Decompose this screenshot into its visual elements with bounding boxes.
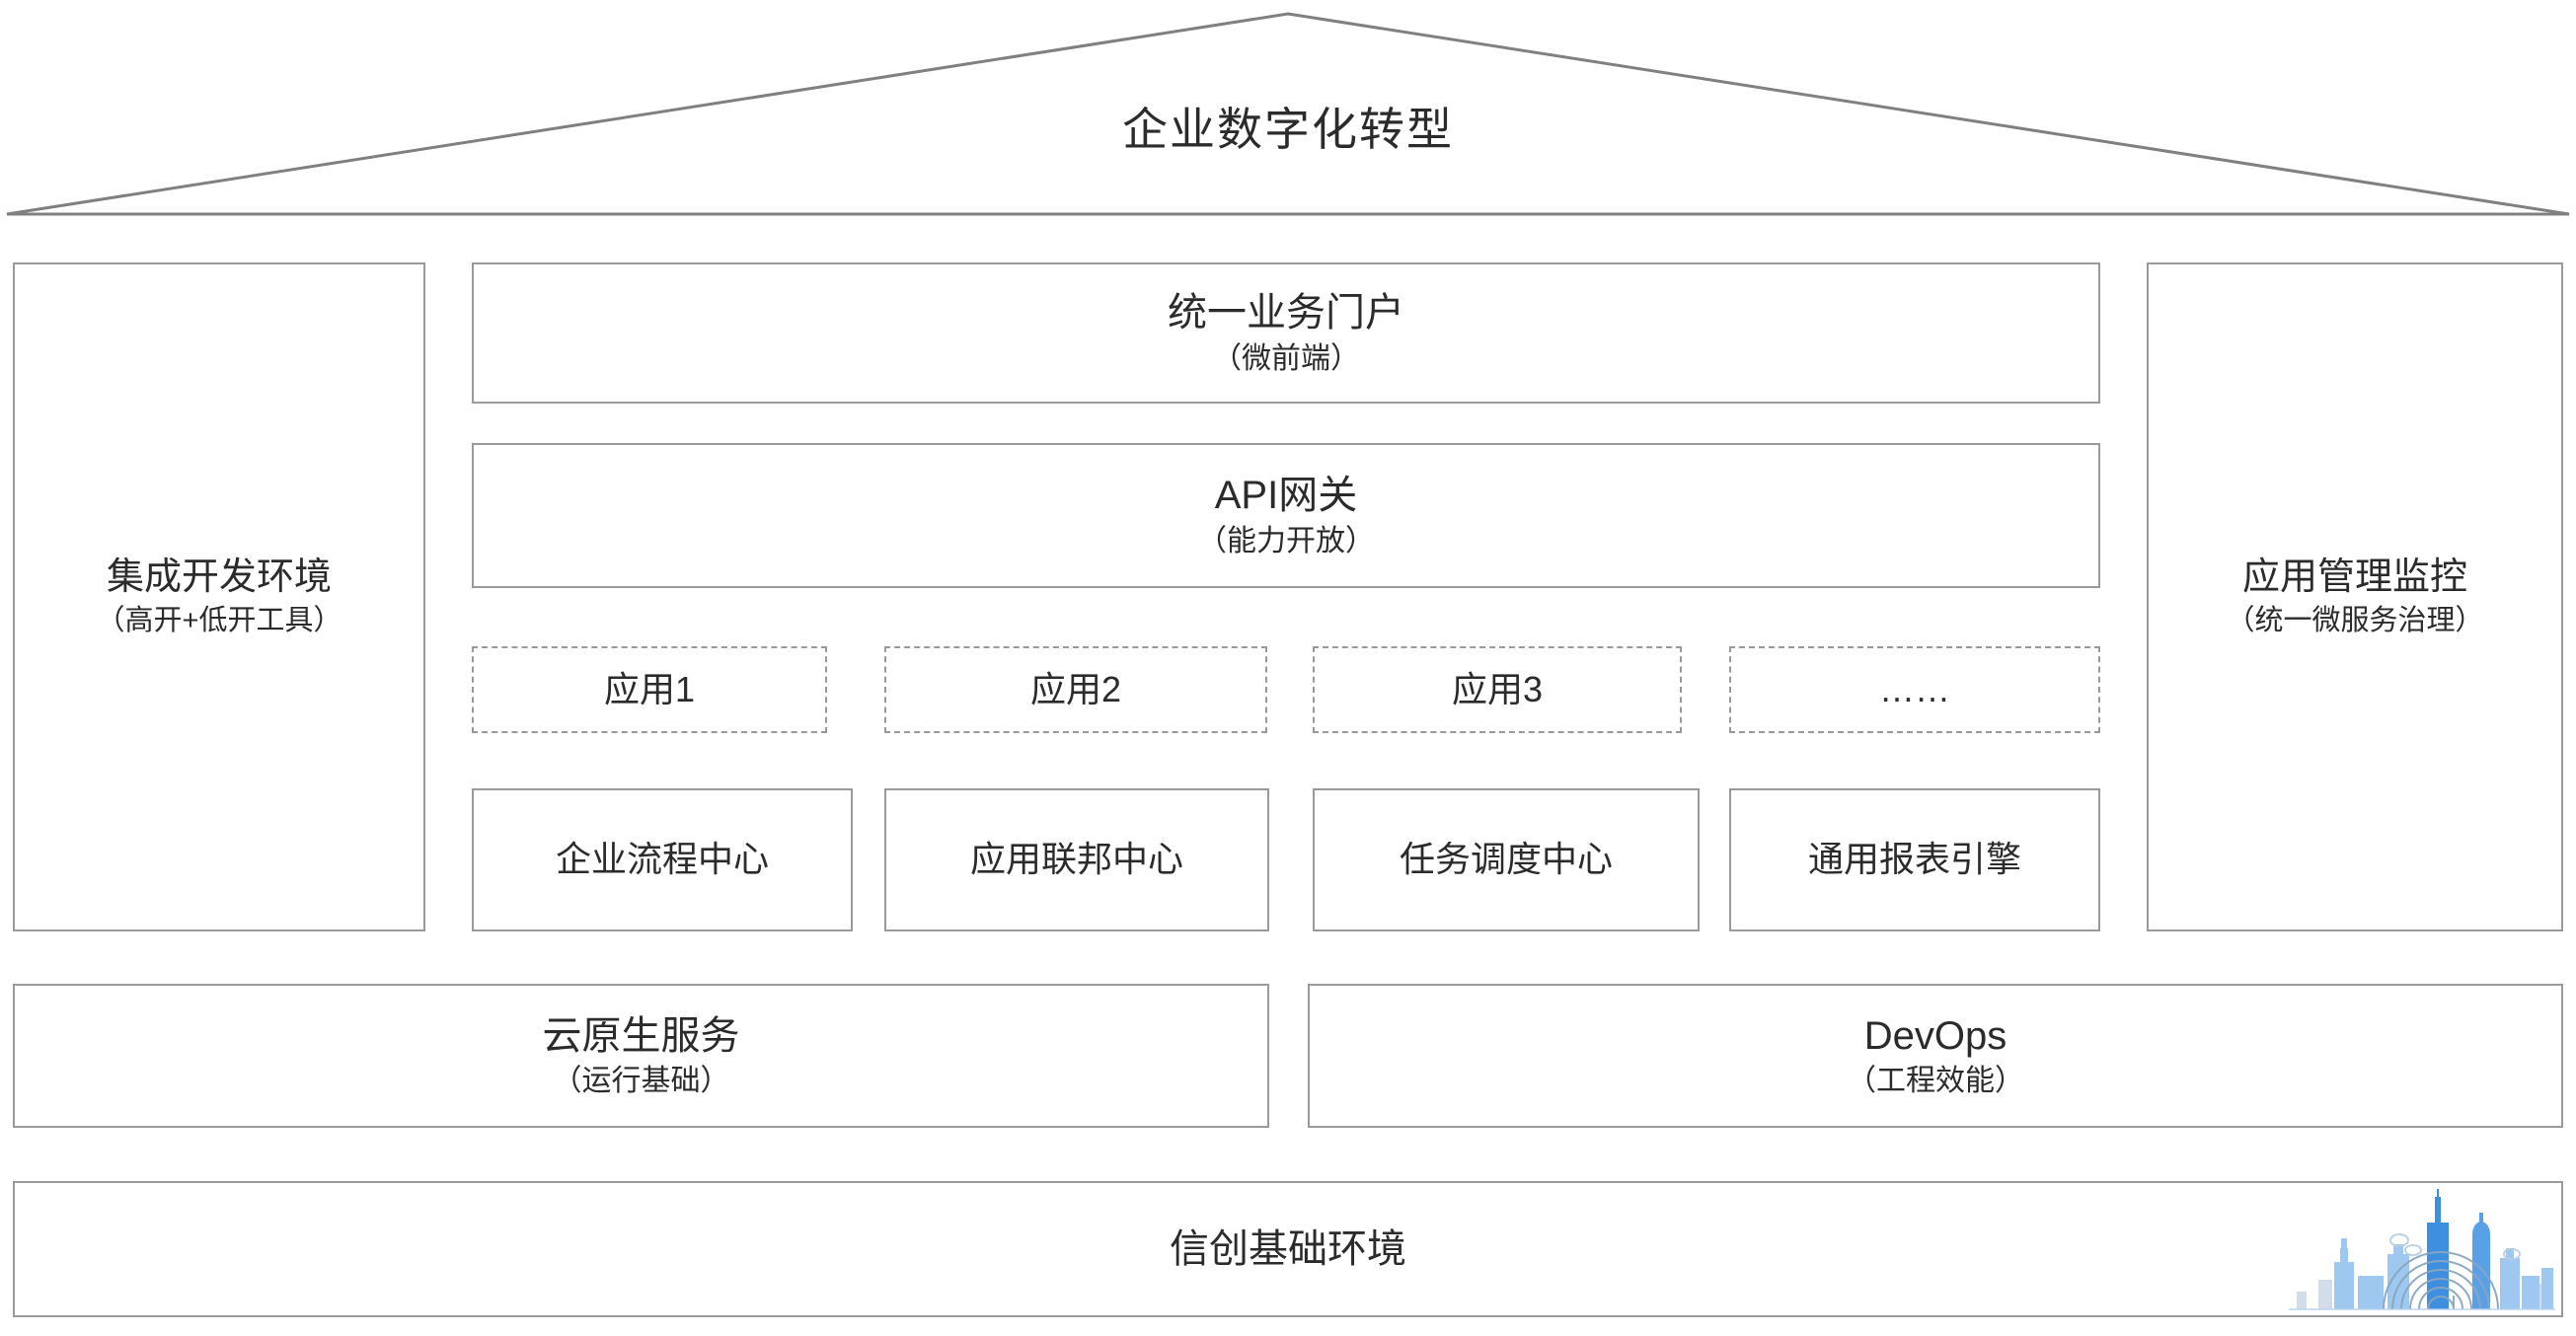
api-gateway-subtitle: （能力开放）: [1197, 524, 1375, 557]
devops-title: DevOps: [1863, 1013, 2008, 1058]
pillar-monitor-subtitle: （统一微服务治理）: [2226, 605, 2484, 637]
application-box-3[interactable]: 应用3: [1313, 646, 1682, 733]
portal-subtitle: （微前端）: [1212, 341, 1360, 375]
layer-unified-business-portal[interactable]: 统一业务门户 （微前端）: [472, 262, 2100, 404]
pillar-monitor-title: 应用管理监控: [2241, 556, 2467, 598]
xinchuang-title: 信创基础环境: [1170, 1227, 1406, 1271]
portal-title: 统一业务门户: [1168, 291, 1404, 335]
cloud-native-title: 云原生服务: [542, 1013, 740, 1058]
capability-center-process[interactable]: 企业流程中心: [472, 788, 853, 931]
pillar-application-management-monitoring[interactable]: 应用管理监控 （统一微服务治理）: [2147, 262, 2563, 931]
capability-center-scheduling[interactable]: 任务调度中心: [1313, 788, 1700, 931]
capability-center-federation[interactable]: 应用联邦中心: [884, 788, 1269, 931]
capability-center-report-engine[interactable]: 通用报表引擎: [1729, 788, 2100, 931]
devops-subtitle: （工程效能）: [1847, 1065, 2024, 1098]
layer-cloud-native-services[interactable]: 云原生服务 （运行基础）: [13, 984, 1269, 1128]
capability-center-scheduling-label: 任务调度中心: [1399, 839, 1613, 880]
pillar-ide-subtitle: （高开+低开工具）: [96, 605, 342, 637]
capability-center-federation-label: 应用联邦中心: [969, 839, 1183, 880]
capability-center-process-label: 企业流程中心: [555, 839, 769, 880]
application-box-more-label: ……: [1879, 669, 1950, 710]
application-box-2[interactable]: 应用2: [884, 646, 1267, 733]
cloud-native-subtitle: （运行基础）: [552, 1065, 730, 1098]
pillar-integrated-dev-environment[interactable]: 集成开发环境 （高开+低开工具）: [13, 262, 425, 931]
layer-xinchuang-foundation[interactable]: 信创基础环境: [13, 1181, 2563, 1317]
api-gateway-title: API网关: [1214, 474, 1358, 518]
application-box-3-label: 应用3: [1451, 669, 1544, 710]
city-skyline-fingerprint-icon: [2289, 1189, 2555, 1310]
application-box-1-label: 应用1: [603, 669, 696, 710]
layer-devops[interactable]: DevOps （工程效能）: [1308, 984, 2563, 1128]
capability-center-report-engine-label: 通用报表引擎: [1807, 839, 2021, 880]
pillar-ide-title: 集成开发环境: [106, 556, 332, 598]
application-box-2-label: 应用2: [1029, 669, 1122, 710]
layer-api-gateway[interactable]: API网关 （能力开放）: [472, 443, 2100, 588]
application-box-1[interactable]: 应用1: [472, 646, 827, 733]
application-box-more[interactable]: ……: [1729, 646, 2100, 733]
roof-shape: [6, 12, 2570, 216]
diagram-title: 企业数字化转型: [1122, 104, 1454, 155]
